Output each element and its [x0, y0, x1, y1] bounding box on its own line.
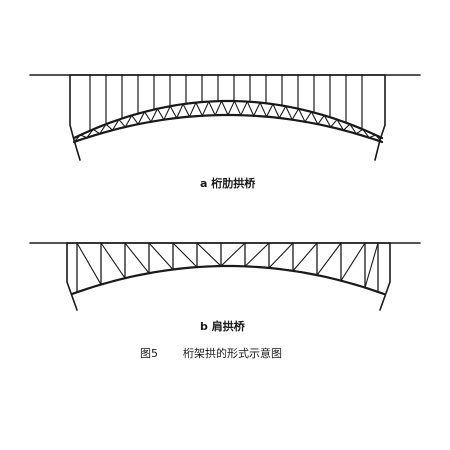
web-diagonal	[208, 101, 216, 116]
web-diagonal	[195, 102, 203, 117]
web-diagonal	[298, 108, 306, 123]
diagram-a-truss-rib-arch-bridge: a 桁肋拱桥	[29, 74, 421, 190]
web-diagonal	[86, 128, 94, 139]
web-diagonal	[156, 108, 165, 121]
left-abutment-outline	[29, 74, 81, 161]
web-diagonal	[317, 114, 325, 125]
web-diagonal	[73, 134, 81, 143]
diagonal-member	[220, 242, 246, 267]
web-diagonal	[259, 102, 268, 118]
web-diagonal	[150, 108, 158, 123]
diagonal-member	[340, 242, 366, 282]
web-diagonal	[253, 102, 261, 117]
diagonal-member	[124, 242, 150, 274]
web-diagonal	[368, 134, 377, 139]
web-diagonal	[265, 103, 274, 118]
web-diagonal	[176, 103, 184, 119]
web-diagonal	[240, 101, 248, 116]
diagonal-member	[100, 242, 126, 279]
diagonal-member	[364, 242, 379, 289]
web-diagonal	[99, 123, 107, 135]
diagonal-member	[268, 242, 294, 269]
web-diagonal	[278, 105, 287, 119]
diagram-b-spandrel-arch-bridge: b 肩拱桥	[29, 242, 421, 333]
web-diagonal	[92, 128, 101, 135]
web-diagonal	[272, 103, 280, 119]
web-diagonal	[79, 134, 88, 139]
figure-title: 桁架拱的形式示意图	[183, 346, 282, 360]
web-diagonal	[169, 105, 178, 119]
diagram-b-caption: b 肩拱桥	[200, 319, 246, 333]
web-diagonal	[330, 119, 338, 128]
diagonal-member	[244, 242, 270, 267]
web-diagonal	[323, 114, 332, 128]
web-diagonal	[105, 123, 114, 131]
web-diagonal	[144, 111, 152, 123]
web-diagonal	[304, 111, 312, 123]
diagonal-member	[316, 242, 342, 276]
deck-posts	[89, 74, 363, 132]
web-diagonal	[111, 119, 120, 131]
arch-rib	[70, 264, 386, 296]
web-diagonal	[163, 105, 171, 121]
diagram-a-caption: a 桁肋拱桥	[200, 176, 256, 190]
web-diagonal	[188, 102, 197, 118]
web-diagonal	[310, 111, 319, 125]
truss-rib	[72, 99, 384, 144]
web-diagonal	[131, 114, 139, 125]
diagonal-member	[172, 242, 198, 268]
upper-chord	[72, 99, 384, 140]
web-diagonal	[375, 134, 383, 143]
web-diagonal	[214, 100, 223, 116]
diagonal-member	[292, 242, 318, 272]
web-diagonal	[227, 100, 235, 116]
diagonal-member	[196, 242, 222, 267]
web-diagonal	[182, 103, 191, 118]
left-abutment-outline	[29, 242, 78, 311]
web-diagonal	[124, 114, 133, 128]
spandrel-truss	[70, 242, 386, 296]
web-diagonal	[233, 100, 242, 116]
web-diagonal	[362, 128, 370, 139]
web-diagonal	[221, 100, 229, 116]
diagonal-member	[76, 242, 102, 286]
web-diagonal	[118, 119, 126, 128]
web-diagonal	[285, 105, 293, 121]
web-diagonal	[201, 101, 210, 117]
web-diagonal	[246, 101, 255, 117]
diagonal-member	[148, 242, 174, 271]
right-abutment-outline	[374, 74, 421, 161]
web-diagonal	[342, 123, 351, 131]
web-diagonal	[336, 119, 345, 131]
figure-number: 图5	[140, 347, 158, 360]
web-diagonal	[349, 123, 357, 135]
web-diagonal	[355, 128, 364, 135]
right-abutment-outline	[379, 242, 421, 311]
web-diagonal	[291, 108, 300, 121]
web-diagonal	[137, 111, 146, 125]
